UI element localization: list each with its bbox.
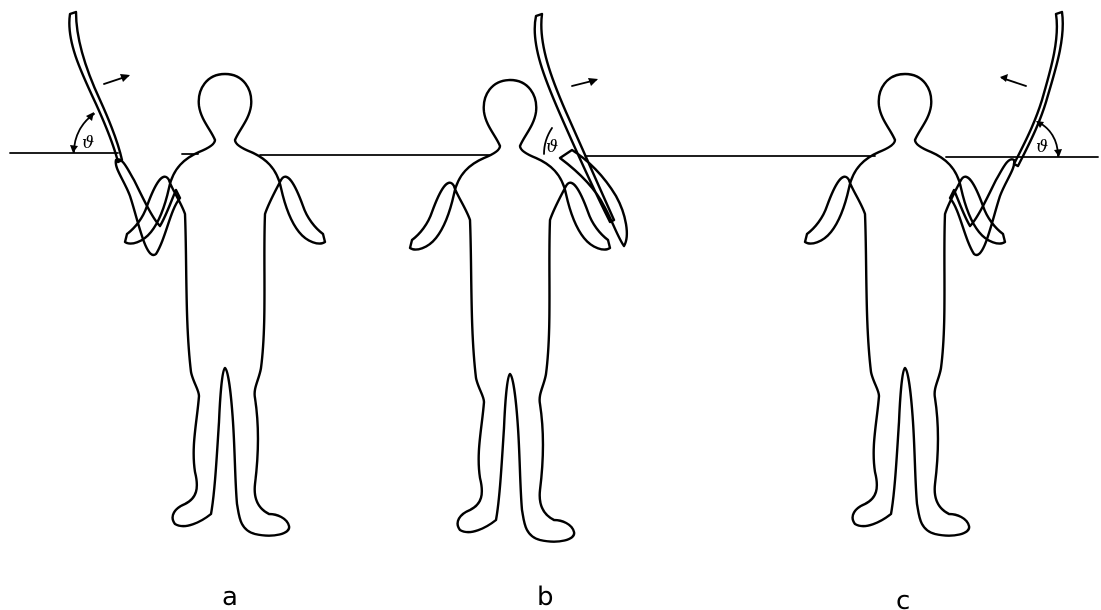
panel-b: ϑ b — [410, 14, 627, 610]
figure-b-angle-symbol: ϑ — [546, 137, 558, 157]
figure-a-stick — [69, 12, 122, 162]
panel-c: ϑ c — [805, 12, 1063, 610]
panel-label-c: c — [896, 586, 910, 610]
figure-a-body — [125, 74, 325, 536]
figure-b-bent-arm — [560, 150, 627, 246]
arrow-head-icon — [1000, 74, 1008, 82]
figure-c-angle-symbol: ϑ — [1036, 137, 1048, 157]
human-silhouette — [805, 74, 1005, 536]
figure-b-stick — [535, 14, 614, 222]
panel-a: ϑ a — [69, 12, 325, 610]
arrow-head-icon — [588, 78, 598, 86]
figure-a-angle-symbol: ϑ — [82, 133, 94, 153]
human-silhouette — [125, 74, 325, 536]
human-silhouette — [410, 80, 610, 542]
panel-label-a: a — [222, 582, 238, 610]
arrow-head-icon — [120, 74, 130, 82]
figure-b-body — [410, 80, 610, 542]
figure-c-body — [805, 74, 1005, 536]
panel-label-b: b — [537, 582, 554, 610]
